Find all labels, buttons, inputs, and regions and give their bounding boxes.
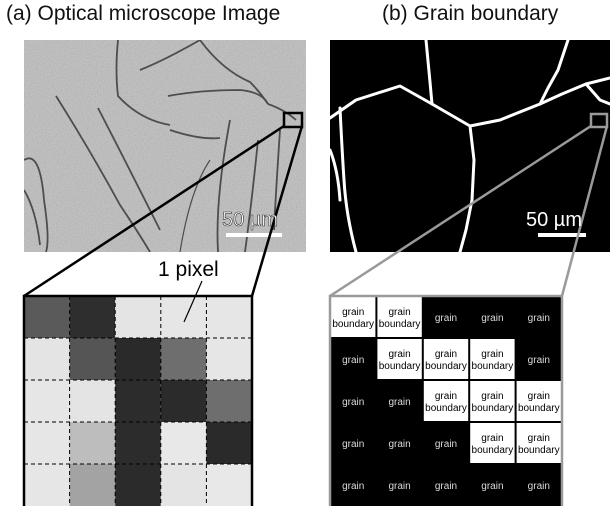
pixel-cell bbox=[69, 422, 116, 464]
boundary-cell bbox=[469, 422, 516, 464]
cell-label: boundary bbox=[472, 445, 514, 456]
zoom-marker-left bbox=[282, 111, 304, 129]
pixel-cell bbox=[206, 296, 252, 338]
cell-label: grain bbox=[342, 355, 364, 366]
pixel-cell bbox=[160, 464, 207, 506]
boundary-cell bbox=[515, 380, 562, 422]
zoom-marker-right bbox=[589, 112, 609, 129]
title-optical-image: (a) Optical microscope Image bbox=[6, 2, 281, 25]
cell-label: grain bbox=[481, 433, 503, 444]
cell-label: grain bbox=[435, 439, 457, 450]
cell-label: grain bbox=[481, 481, 503, 492]
pixel-cell bbox=[115, 296, 161, 338]
pixel-cell bbox=[115, 380, 161, 422]
cell-label: grain bbox=[342, 481, 364, 492]
pixel-cell bbox=[160, 380, 207, 422]
cell-label: grain bbox=[481, 313, 503, 324]
cell-label: grain bbox=[528, 391, 550, 402]
pixel-cell bbox=[206, 338, 252, 380]
microscope-image bbox=[24, 40, 306, 252]
zoom-line-left-a bbox=[23, 124, 285, 298]
boundary-cell bbox=[376, 338, 423, 380]
cell-label: grain bbox=[342, 439, 364, 450]
pixel-cell bbox=[206, 464, 252, 506]
cell-label: grain bbox=[528, 481, 550, 492]
pixel-cell bbox=[160, 296, 207, 338]
cell-label: boundary bbox=[379, 319, 421, 330]
title-grain-boundary: (b) Grain boundary bbox=[382, 2, 559, 25]
cell-label: boundary bbox=[472, 403, 514, 414]
pixel-cell bbox=[24, 380, 70, 422]
cell-label: grain bbox=[528, 355, 550, 366]
cell-label: grain bbox=[388, 439, 410, 450]
cell-label: grain bbox=[342, 397, 364, 408]
cell-label: grain bbox=[481, 391, 503, 402]
cell-label: boundary bbox=[518, 445, 560, 456]
cell-label: boundary bbox=[379, 361, 421, 372]
cell-label: boundary bbox=[332, 319, 374, 330]
boundary-cell bbox=[422, 338, 470, 380]
pixel-cell bbox=[115, 422, 161, 464]
pixel-cell bbox=[115, 338, 161, 380]
boundary-cell bbox=[330, 296, 377, 338]
zoom-line-right-a bbox=[329, 124, 592, 298]
cell-label: grain bbox=[388, 307, 410, 318]
cell-label: grain bbox=[388, 481, 410, 492]
boundary-cell bbox=[469, 338, 516, 380]
boundary-grid-frame bbox=[328, 294, 564, 506]
scale-bar-right-label: 50 µm bbox=[526, 209, 582, 231]
boundary-cell bbox=[422, 380, 470, 422]
pixel-cell bbox=[24, 422, 70, 464]
grain-boundary-image bbox=[330, 40, 610, 252]
zoom-line-right-b bbox=[560, 125, 609, 297]
scale-bar-left-line bbox=[226, 233, 282, 237]
pixel-cell bbox=[160, 338, 207, 380]
pixel-cell bbox=[206, 422, 252, 464]
boundary-cell bbox=[469, 380, 516, 422]
pixel-cell bbox=[160, 422, 207, 464]
cell-label: boundary bbox=[518, 403, 560, 414]
zoom-line-left-b bbox=[250, 125, 304, 297]
pixel-cell bbox=[24, 464, 70, 506]
cell-label: boundary bbox=[425, 403, 467, 414]
pixel-cell bbox=[69, 464, 116, 506]
pixel-cell bbox=[69, 338, 116, 380]
cell-label: grain bbox=[435, 481, 457, 492]
pixel-grid-grayscale bbox=[22, 294, 254, 506]
pixel-cell bbox=[69, 296, 116, 338]
cell-label: grain bbox=[435, 391, 457, 402]
pixel-cell bbox=[24, 296, 70, 338]
cell-label: boundary bbox=[472, 361, 514, 372]
pixel-cell bbox=[115, 464, 161, 506]
cell-label: grain bbox=[528, 313, 550, 324]
cell-label: grain bbox=[388, 349, 410, 360]
pixel-label: 1 pixel bbox=[158, 258, 219, 281]
pixel-pointer bbox=[183, 280, 203, 323]
pixel-cell bbox=[69, 380, 116, 422]
cell-label: grain bbox=[528, 433, 550, 444]
scale-bar-left-label: 50 µm bbox=[222, 209, 279, 232]
pixel-cell bbox=[24, 338, 70, 380]
cell-label: grain bbox=[342, 307, 364, 318]
cell-label: boundary bbox=[425, 361, 467, 372]
pixel-grid-frame bbox=[22, 294, 254, 506]
cell-label: grain bbox=[388, 397, 410, 408]
cell-label: grain bbox=[435, 349, 457, 360]
cell-label: grain bbox=[435, 313, 457, 324]
cell-label: grain bbox=[481, 349, 503, 360]
pixel-cell bbox=[206, 380, 252, 422]
scale-bar-right-line bbox=[538, 233, 586, 237]
